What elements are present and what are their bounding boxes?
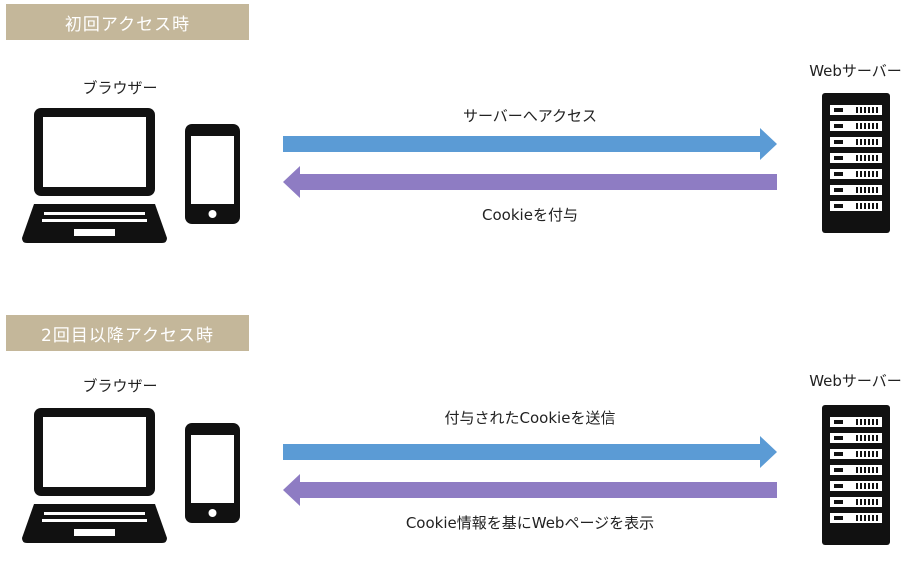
browser-label: ブラウザー xyxy=(82,377,158,395)
repeat-access-section: 2回目以降アクセス時 ブラウザー Webサーバー 付与されたCookieを送信 … xyxy=(0,310,919,583)
response-label: Cookieを付与 xyxy=(482,206,578,224)
response-arrow xyxy=(283,166,777,198)
arrows xyxy=(283,436,777,506)
response-arrow xyxy=(283,474,777,506)
browser-label: ブラウザー xyxy=(82,79,158,97)
arrows xyxy=(283,128,777,198)
first-access-section: 初回アクセス時 ブラウザー Webサーバー サーバーへアクセス Cookieを付… xyxy=(0,0,919,273)
request-label: 付与されたCookieを送信 xyxy=(444,409,616,427)
section-header: 初回アクセス時 xyxy=(6,4,249,40)
section-header: 2回目以降アクセス時 xyxy=(6,315,249,351)
server-label: Webサーバー xyxy=(809,372,902,390)
request-arrow xyxy=(283,128,777,160)
server-icon xyxy=(822,405,890,545)
response-label: Cookie情報を基にWebページを表示 xyxy=(405,514,655,532)
request-arrow xyxy=(283,436,777,468)
request-label: サーバーへアクセス xyxy=(462,107,598,125)
smartphone-icon xyxy=(185,423,240,523)
laptop-icon xyxy=(22,108,167,243)
server-label: Webサーバー xyxy=(809,62,902,80)
server-icon xyxy=(822,93,890,233)
laptop-icon xyxy=(22,408,167,543)
smartphone-icon xyxy=(185,124,240,224)
